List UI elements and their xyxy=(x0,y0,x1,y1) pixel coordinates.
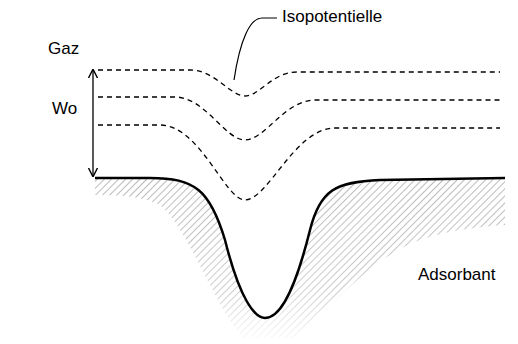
hatch-fade xyxy=(95,178,505,338)
depth-label: Wo xyxy=(52,100,77,119)
leader-line xyxy=(234,18,277,80)
isopotential-label: Isopotentielle xyxy=(282,8,382,27)
gas-label: Gaz xyxy=(48,40,79,59)
adsorbent-hatch xyxy=(95,178,505,338)
adsorbent-surface xyxy=(95,178,505,318)
depth-arrow xyxy=(92,70,93,176)
isopotential-lines xyxy=(98,70,500,200)
adsorbent-label: Adsorbant xyxy=(418,266,496,285)
